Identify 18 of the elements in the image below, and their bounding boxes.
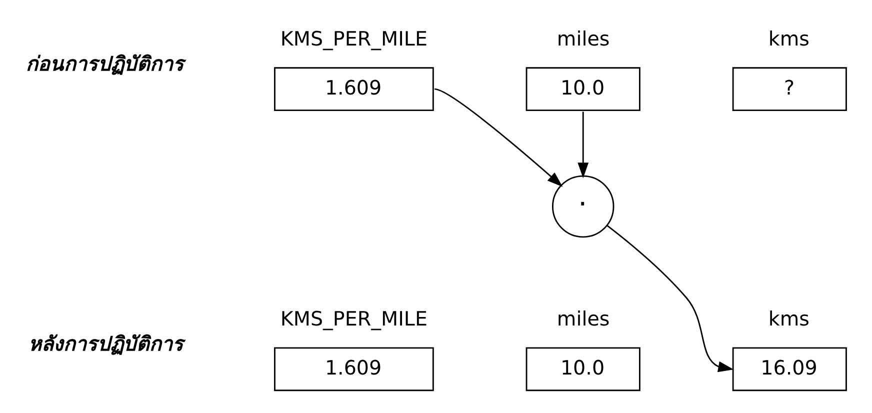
node-box: 10.0 [526,67,640,112]
node-circle: · [552,175,614,238]
node-label: KMS_PER_MILE [280,308,428,331]
node-box: 1.609 [274,347,434,392]
arrow [434,88,563,187]
label: หลังการปฏิบัติการ [28,332,184,356]
node-label: miles [556,308,610,331]
node-label: KMS_PER_MILE [280,28,428,51]
node-box: 16.09 [732,347,847,392]
arrow [606,224,734,372]
arrow [578,112,589,178]
node-box: 10.0 [526,347,640,392]
label: ก่อนการปฏิบัติการ [26,52,184,76]
node-label: kms [768,28,810,51]
node-box: ? [732,67,847,112]
node-label: kms [768,308,810,331]
node-box: 1.609 [274,67,434,112]
node-label: miles [556,28,610,51]
